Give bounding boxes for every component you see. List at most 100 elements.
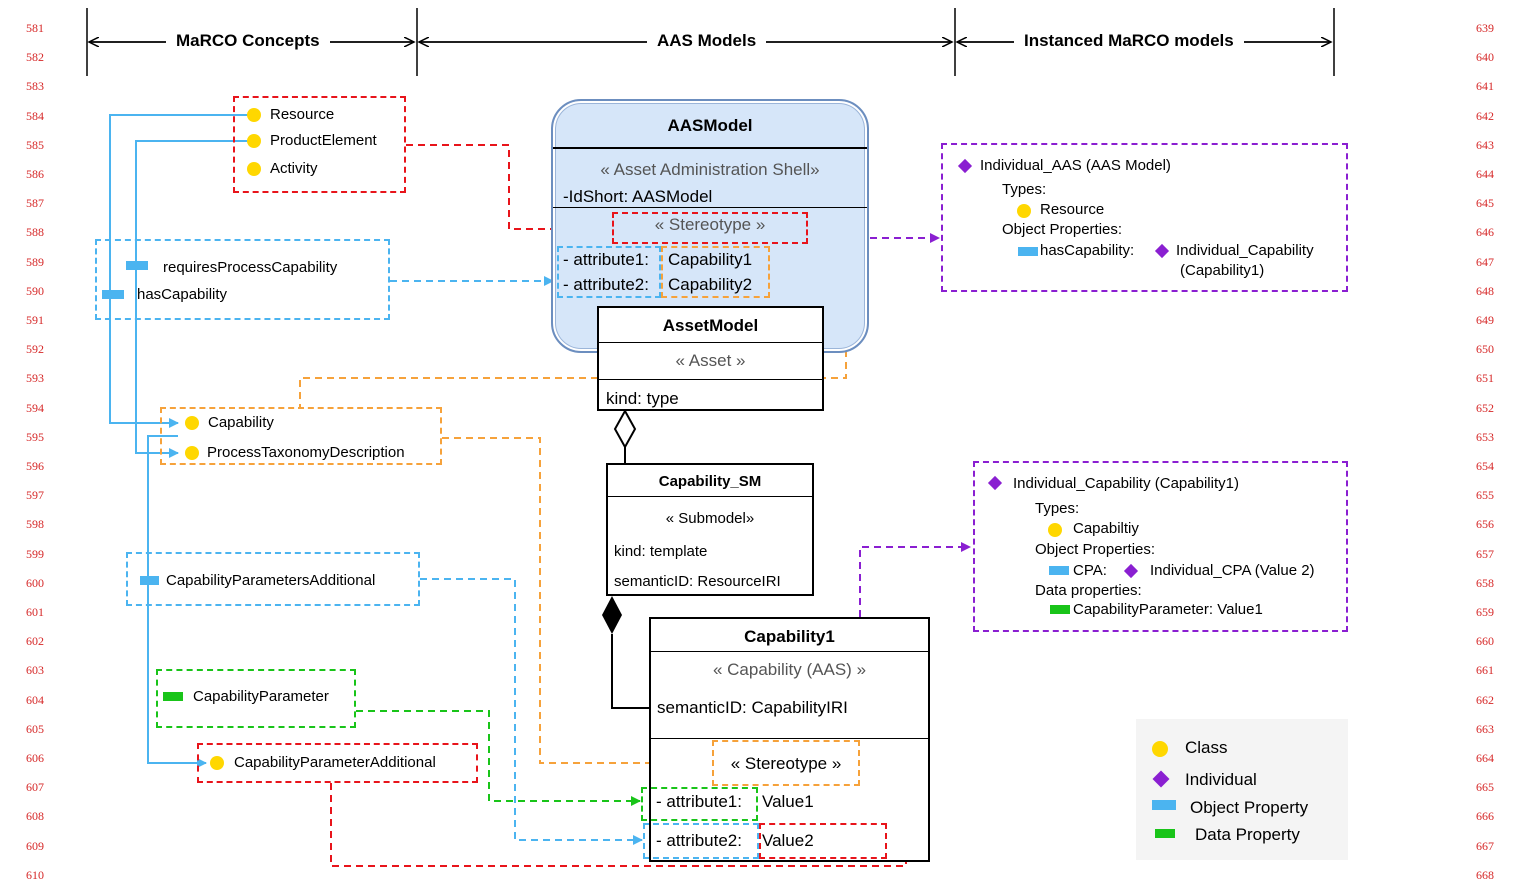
- cap1-attr1-val: Value1: [762, 792, 814, 811]
- line-number: 645: [1476, 196, 1494, 211]
- concept-object-props-box: [95, 239, 390, 320]
- class-dot-icon: [247, 162, 261, 176]
- cap1-value2-box: [759, 823, 887, 859]
- line-number: 599: [26, 546, 44, 561]
- line-number: 585: [26, 137, 44, 152]
- header-dividers: [86, 8, 1335, 76]
- individual-capability-box: [973, 461, 1348, 632]
- line-number: 596: [26, 459, 44, 473]
- divider: [651, 738, 928, 739]
- class-dot-icon: [185, 446, 199, 460]
- capability-sm-title: Capability_SM: [658, 473, 762, 490]
- capability1-title: Capability1: [744, 627, 835, 646]
- aas-attr1-val: Capability1: [668, 250, 753, 269]
- individual-cap-target: Individual_CPA (Value 2): [1150, 562, 1315, 579]
- line-number: 652: [1476, 400, 1494, 415]
- concept-cap-param-additional-box: [197, 743, 478, 783]
- header-instanced-models: Instanced MaRCO models: [1014, 31, 1244, 51]
- line-number: 651: [1476, 371, 1494, 386]
- composition-connector: [602, 596, 650, 709]
- line-number: 603: [26, 663, 44, 678]
- line-number: 668: [1476, 867, 1494, 882]
- line-number: 598: [26, 517, 44, 532]
- line-number: 655: [1476, 488, 1494, 503]
- line-number: 656: [1476, 517, 1494, 532]
- aas-model-title: AASModel: [667, 116, 753, 135]
- legend-class: Class: [1185, 738, 1228, 757]
- object-property-icon: [1018, 247, 1038, 256]
- divider: [651, 651, 928, 652]
- class-dot-icon: [247, 134, 261, 148]
- line-number: 606: [26, 751, 44, 765]
- line-number: 664: [1476, 751, 1494, 765]
- line-number: 605: [26, 721, 44, 736]
- object-property-icon: [102, 290, 124, 299]
- class-capability: Capability: [208, 414, 274, 431]
- individual-aas-target: Individual_Capability: [1176, 242, 1314, 259]
- line-number: 592: [26, 342, 44, 357]
- line-number: 602: [26, 634, 44, 649]
- class-dot-icon: [1048, 523, 1062, 537]
- line-number: 667: [1476, 838, 1494, 853]
- cap1-stereotype-label: « Stereotype »: [730, 754, 842, 773]
- capability-sm-semantic: semanticID: ResourceIRI: [614, 573, 781, 590]
- capability-sm-stereotype: « Submodel»: [665, 510, 755, 527]
- capability-sm-class: Capability_SM « Submodel» kind: template…: [606, 463, 814, 596]
- class-dot-icon: [1152, 741, 1168, 757]
- capability-sm-kind: kind: template: [614, 543, 708, 560]
- line-number: 601: [26, 605, 44, 619]
- line-number: 609: [26, 838, 44, 853]
- line-number: 661: [1476, 663, 1494, 678]
- data-property-icon: [1155, 829, 1175, 838]
- divider: [599, 342, 822, 343]
- line-number: 646: [1476, 225, 1494, 240]
- class-activity: Activity: [270, 160, 318, 177]
- line-number: 639: [1476, 21, 1494, 35]
- prop-has-capability: hasCapability: [137, 286, 228, 303]
- aas-attr-val-box: [661, 246, 770, 298]
- asset-model-class: AssetModel « Asset » kind: type: [597, 306, 824, 411]
- capability1-stereotype: « Capability (AAS) »: [712, 660, 867, 679]
- concept-cap-params-additional-box: [126, 552, 420, 606]
- object-property-icon: [126, 261, 148, 270]
- individual-cap-name: Individual_Capability (Capability1): [1013, 475, 1239, 492]
- individual-cap-prop: CPA:: [1073, 562, 1107, 579]
- cap1-attr1-key: - attribute1:: [656, 792, 742, 811]
- data-property-icon: [1050, 605, 1070, 614]
- class-product-element: ProductElement: [270, 132, 377, 149]
- line-number: 650: [1476, 342, 1494, 357]
- line-number: 583: [26, 79, 44, 94]
- line-number: 641: [1476, 79, 1494, 94]
- class-dot-icon: [1017, 204, 1031, 218]
- individual-cap-type: Capabiltiy: [1073, 520, 1139, 537]
- class-process-taxonomy: ProcessTaxonomyDescription: [207, 444, 405, 461]
- aggregation-connector: [613, 408, 637, 463]
- concept-classes-top-box: [233, 96, 406, 193]
- asset-model-kind: kind: type: [606, 389, 679, 408]
- class-dot-icon: [247, 108, 261, 122]
- prop-cap-parameter: CapabilityParameter: [193, 688, 329, 705]
- line-number: 581: [26, 21, 44, 35]
- header-aas-models: AAS Models: [647, 31, 767, 51]
- aas-model-divider: [553, 207, 867, 208]
- individual-cap-obj-label: Object Properties:: [1035, 541, 1156, 558]
- cap1-attr2-val: Value2: [762, 831, 814, 850]
- individual-aas-box: [941, 143, 1348, 292]
- aas-attr-key-box: [557, 246, 661, 298]
- line-number: 591: [26, 313, 44, 327]
- divider: [599, 379, 822, 380]
- line-number: 587: [26, 196, 44, 211]
- line-number: 608: [26, 809, 44, 824]
- line-number: 660: [1476, 634, 1494, 649]
- line-number: 642: [1476, 108, 1494, 123]
- line-number: 653: [1476, 429, 1494, 444]
- aas-model-stereotype: « Asset Administration Shell»: [600, 160, 820, 179]
- line-number: 586: [26, 167, 44, 181]
- line-number: 582: [26, 50, 44, 65]
- aas-attr2-key: - attribute2:: [563, 275, 649, 294]
- concept-capability-box: [160, 407, 442, 465]
- prop-cap-params-additional: CapabilityParametersAdditional: [166, 572, 376, 589]
- cap1-attr2-key: - attribute2:: [656, 831, 742, 850]
- individual-aas-prop: hasCapability:: [1040, 242, 1135, 259]
- individual-cap-data-label: Data properties:: [1035, 582, 1142, 599]
